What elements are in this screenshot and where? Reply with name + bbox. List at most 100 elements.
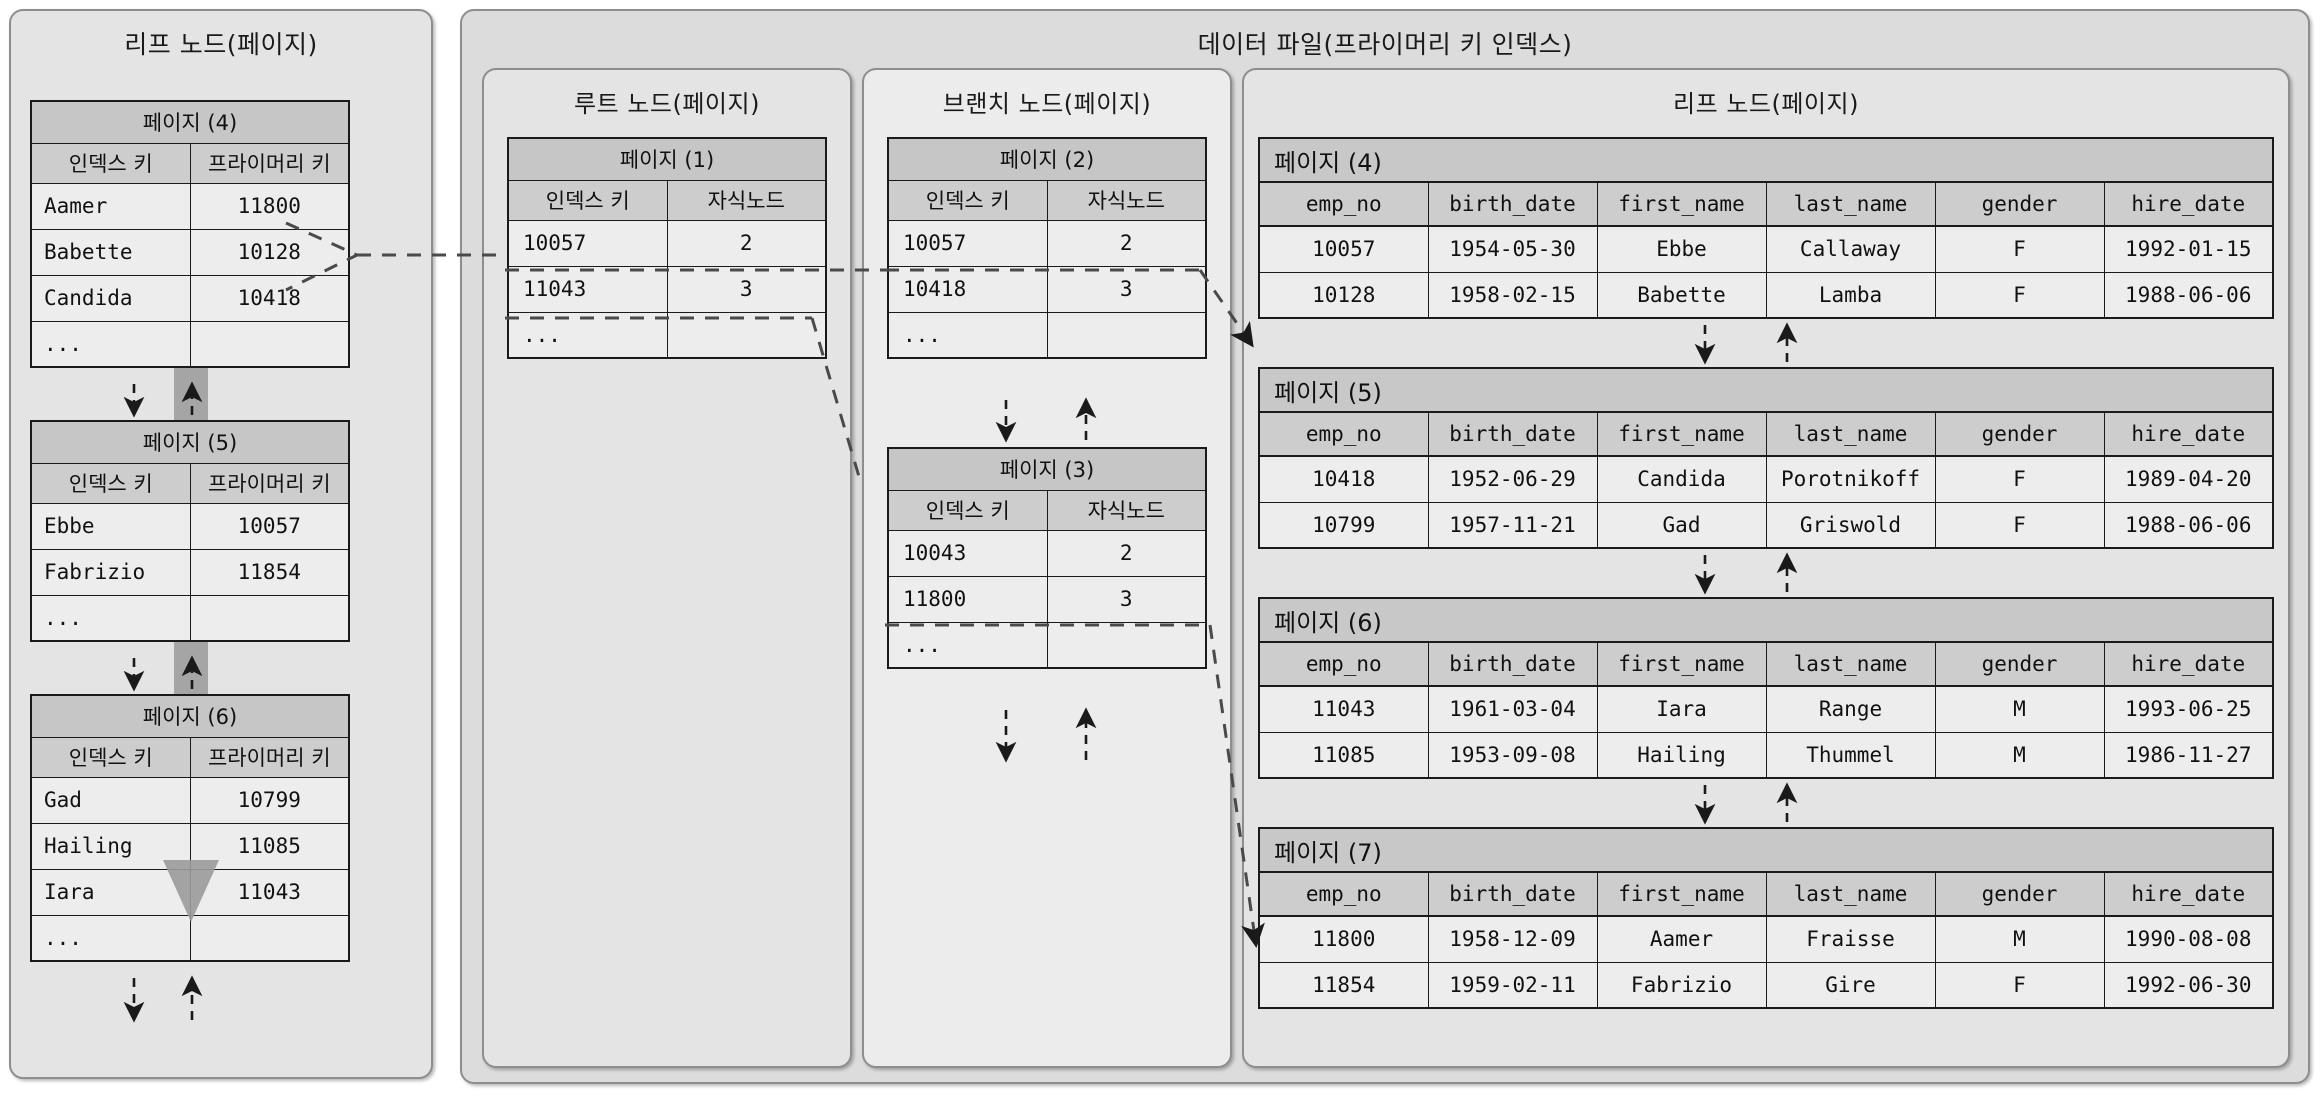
column-primary-key: 프라이머리 키	[189, 142, 350, 184]
cell-gender: F	[1934, 961, 2105, 1009]
table-row: 10057 1954-05-30 Ebbe Callaway F 1992-01…	[1258, 225, 2274, 273]
column-hire-date: hire_date	[2103, 641, 2274, 687]
data-file-title: 데이터 파일(프라이머리 키 인덱스)	[1197, 30, 1573, 59]
table-row: 10418 3	[887, 265, 1207, 313]
cell-index-key: Candida	[30, 274, 191, 322]
leaf-page-5: 페이지 (5) emp_no birth_date first_name las…	[1258, 367, 2274, 549]
table-row: Aamer 11800	[30, 182, 350, 230]
cell-gender: F	[1934, 455, 2105, 503]
table-row: 11854 1959-02-11 Fabrizio Gire F 1992-06…	[1258, 961, 2274, 1009]
page-title: 페이지 (4)	[30, 100, 350, 144]
cell-child-node	[1046, 311, 1207, 359]
cell-index-key: Iara	[30, 868, 191, 916]
cell-first-name: Aamer	[1596, 915, 1767, 963]
table-row: 10057 2	[887, 219, 1207, 267]
cell-primary-key: 11854	[189, 548, 350, 596]
cell-emp-no: 10418	[1258, 455, 1429, 503]
cell-index-key: 10057	[507, 219, 668, 267]
cell-index-key: ...	[887, 311, 1048, 359]
leaf-page-7: 페이지 (7) emp_no birth_date first_name las…	[1258, 827, 2274, 1009]
cell-primary-key	[189, 914, 350, 962]
cell-last-name: Thummel	[1765, 731, 1936, 779]
page-title: 페이지 (5)	[30, 420, 350, 464]
cell-hire-date: 1990-08-08	[2103, 915, 2274, 963]
cell-primary-key: 11085	[189, 822, 350, 870]
cell-first-name: Hailing	[1596, 731, 1767, 779]
root-page-1: 페이지 (1) 인덱스 키 자식노드 10057 2 11043 3 ...	[507, 137, 827, 359]
cell-last-name: Porotnikoff	[1765, 455, 1936, 503]
table-row: Candida 10418	[30, 274, 350, 322]
secondary-page-6: 페이지 (6) 인덱스 키 프라이머리 키 Gad 10799 Hailing …	[30, 694, 350, 962]
cell-first-name: Babette	[1596, 271, 1767, 319]
cell-hire-date: 1986-11-27	[2103, 731, 2274, 779]
cell-birth-date: 1958-12-09	[1427, 915, 1598, 963]
column-gender: gender	[1934, 871, 2105, 917]
cell-birth-date: 1954-05-30	[1427, 225, 1598, 273]
table-row: Babette 10128	[30, 228, 350, 276]
column-hire-date: hire_date	[2103, 871, 2274, 917]
cell-primary-key: 10799	[189, 776, 350, 824]
column-last-name: last_name	[1765, 411, 1936, 457]
table-row: 10057 2	[507, 219, 827, 267]
cell-emp-no: 10799	[1258, 501, 1429, 549]
secondary-page-5: 페이지 (5) 인덱스 키 프라이머리 키 Ebbe 10057 Fabrizi…	[30, 420, 350, 642]
table-row: 10128 1958-02-15 Babette Lamba F 1988-06…	[1258, 271, 2274, 319]
cell-last-name: Callaway	[1765, 225, 1936, 273]
cell-hire-date: 1988-06-06	[2103, 271, 2274, 319]
table-row: 11800 1958-12-09 Aamer Fraisse M 1990-08…	[1258, 915, 2274, 963]
column-birth-date: birth_date	[1427, 641, 1598, 687]
table-row: 11043 3	[507, 265, 827, 313]
cell-hire-date: 1989-04-20	[2103, 455, 2274, 503]
column-hire-date: hire_date	[2103, 411, 2274, 457]
column-gender: gender	[1934, 641, 2105, 687]
column-hire-date: hire_date	[2103, 181, 2274, 227]
cell-child-node: 2	[1046, 529, 1207, 577]
cell-index-key: Babette	[30, 228, 191, 276]
table-row: ...	[30, 594, 350, 642]
cell-birth-date: 1952-06-29	[1427, 455, 1598, 503]
table-row: Gad 10799	[30, 776, 350, 824]
column-birth-date: birth_date	[1427, 411, 1598, 457]
page-title: 페이지 (5)	[1258, 367, 2274, 413]
cell-primary-key: 11043	[189, 868, 350, 916]
page-title: 페이지 (7)	[1258, 827, 2274, 873]
column-gender: gender	[1934, 411, 2105, 457]
cell-index-key: 10418	[887, 265, 1048, 313]
cell-first-name: Ebbe	[1596, 225, 1767, 273]
cell-primary-key: 10418	[189, 274, 350, 322]
column-first-name: first_name	[1596, 181, 1767, 227]
page-title: 페이지 (4)	[1258, 137, 2274, 183]
column-index-key: 인덱스 키	[30, 142, 191, 184]
cell-last-name: Range	[1765, 685, 1936, 733]
column-index-key: 인덱스 키	[30, 736, 191, 778]
branch-page-2: 페이지 (2) 인덱스 키 자식노드 10057 2 10418 3 ...	[887, 137, 1207, 359]
table-row: ...	[887, 621, 1207, 669]
cell-hire-date: 1988-06-06	[2103, 501, 2274, 549]
cell-emp-no: 11043	[1258, 685, 1429, 733]
cell-child-node	[666, 311, 827, 359]
page-title: 페이지 (6)	[30, 694, 350, 738]
page-title: 페이지 (3)	[887, 447, 1207, 491]
table-row: Fabrizio 11854	[30, 548, 350, 596]
column-first-name: first_name	[1596, 411, 1767, 457]
table-row: 10418 1952-06-29 Candida Porotnikoff F 1…	[1258, 455, 2274, 503]
cell-index-key: 10043	[887, 529, 1048, 577]
cell-index-key: Hailing	[30, 822, 191, 870]
cell-gender: M	[1934, 685, 2105, 733]
cell-gender: F	[1934, 225, 2105, 273]
cell-child-node: 3	[1046, 265, 1207, 313]
table-row: 10043 2	[887, 529, 1207, 577]
cell-primary-key: 11800	[189, 182, 350, 230]
cell-emp-no: 10128	[1258, 271, 1429, 319]
root-node-title: 루트 노드(페이지)	[574, 90, 760, 118]
column-primary-key: 프라이머리 키	[189, 462, 350, 504]
cell-hire-date: 1993-06-25	[2103, 685, 2274, 733]
table-row: 11800 3	[887, 575, 1207, 623]
cell-birth-date: 1958-02-15	[1427, 271, 1598, 319]
cell-hire-date: 1992-01-15	[2103, 225, 2274, 273]
leaf-page-6: 페이지 (6) emp_no birth_date first_name las…	[1258, 597, 2274, 779]
cell-index-key: Fabrizio	[30, 548, 191, 596]
cell-gender: F	[1934, 271, 2105, 319]
cell-hire-date: 1992-06-30	[2103, 961, 2274, 1009]
secondary-page-4: 페이지 (4) 인덱스 키 프라이머리 키 Aamer 11800 Babett…	[30, 100, 350, 368]
